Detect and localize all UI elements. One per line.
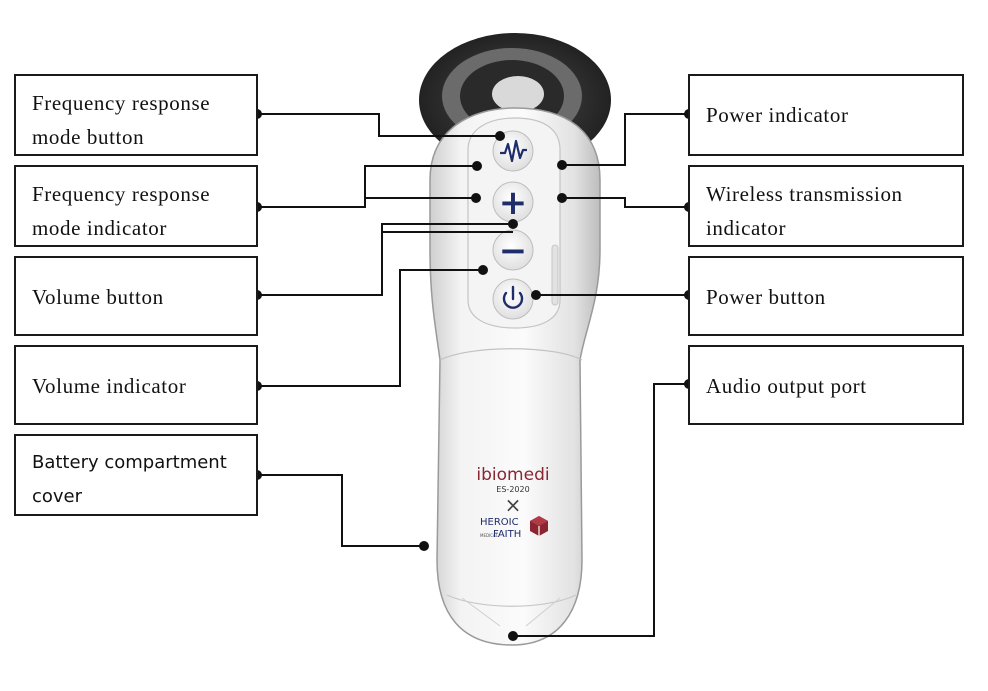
volume-down-button[interactable]: − bbox=[492, 229, 534, 271]
minus-icon: − bbox=[499, 231, 528, 271]
partner-name-top: HEROIC bbox=[480, 517, 519, 528]
label-text: Power indicator bbox=[706, 103, 849, 127]
partner-name-bottom: FAITH bbox=[493, 529, 521, 540]
label-text: Audio output port bbox=[706, 374, 867, 398]
label-volume-button: Volume button bbox=[14, 256, 258, 336]
leader-wireless-indicator bbox=[562, 197, 689, 208]
leader-freq-button bbox=[257, 113, 500, 137]
leader-power-indicator bbox=[562, 113, 689, 166]
label-text: Volume button bbox=[32, 285, 164, 309]
label-volume-indicator: Volume indicator bbox=[14, 345, 258, 425]
label-text: Frequency response mode button bbox=[32, 91, 217, 149]
waveform-icon bbox=[500, 139, 527, 163]
label-battery-compartment-cover: Battery compartment cover bbox=[14, 434, 258, 516]
cross-mark: × bbox=[505, 493, 522, 517]
label-wireless-transmission-indicator: Wireless transmission indicator bbox=[688, 165, 964, 247]
model-number: ES-2020 bbox=[496, 485, 529, 494]
leader-volume-indicator bbox=[257, 269, 483, 387]
device-body bbox=[429, 107, 601, 646]
leader-volume-button bbox=[257, 223, 513, 296]
label-text: Wireless transmission indicator bbox=[706, 182, 909, 240]
volume-up-button[interactable]: + bbox=[492, 181, 534, 223]
power-button[interactable] bbox=[492, 278, 534, 320]
label-text: Frequency response mode indicator bbox=[32, 182, 217, 240]
plus-icon: + bbox=[499, 183, 528, 223]
power-icon bbox=[502, 285, 524, 309]
label-power-button: Power button bbox=[688, 256, 964, 336]
label-frequency-response-mode-button: Frequency response mode button bbox=[14, 74, 258, 156]
partner-name-small: MEDICAL bbox=[480, 533, 499, 538]
partner-logo bbox=[530, 516, 548, 536]
label-power-indicator: Power indicator bbox=[688, 74, 964, 156]
brand-name: ibiomedi bbox=[476, 465, 549, 485]
device-branding: ibiomedi ES-2020 × HEROIC MEDICAL FAITH bbox=[476, 465, 549, 540]
label-audio-output-port: Audio output port bbox=[688, 345, 964, 425]
leader-audio-port bbox=[513, 383, 689, 637]
label-frequency-response-mode-indicator: Frequency response mode indicator bbox=[14, 165, 258, 247]
label-text: Power button bbox=[706, 285, 826, 309]
frequency-response-button[interactable] bbox=[492, 130, 534, 172]
leader-battery-cover bbox=[257, 474, 424, 547]
leader-lines bbox=[257, 113, 689, 637]
leader-freq-indicator bbox=[257, 165, 477, 208]
label-text: Battery compartment cover bbox=[32, 452, 233, 507]
label-text: Volume indicator bbox=[32, 374, 187, 398]
